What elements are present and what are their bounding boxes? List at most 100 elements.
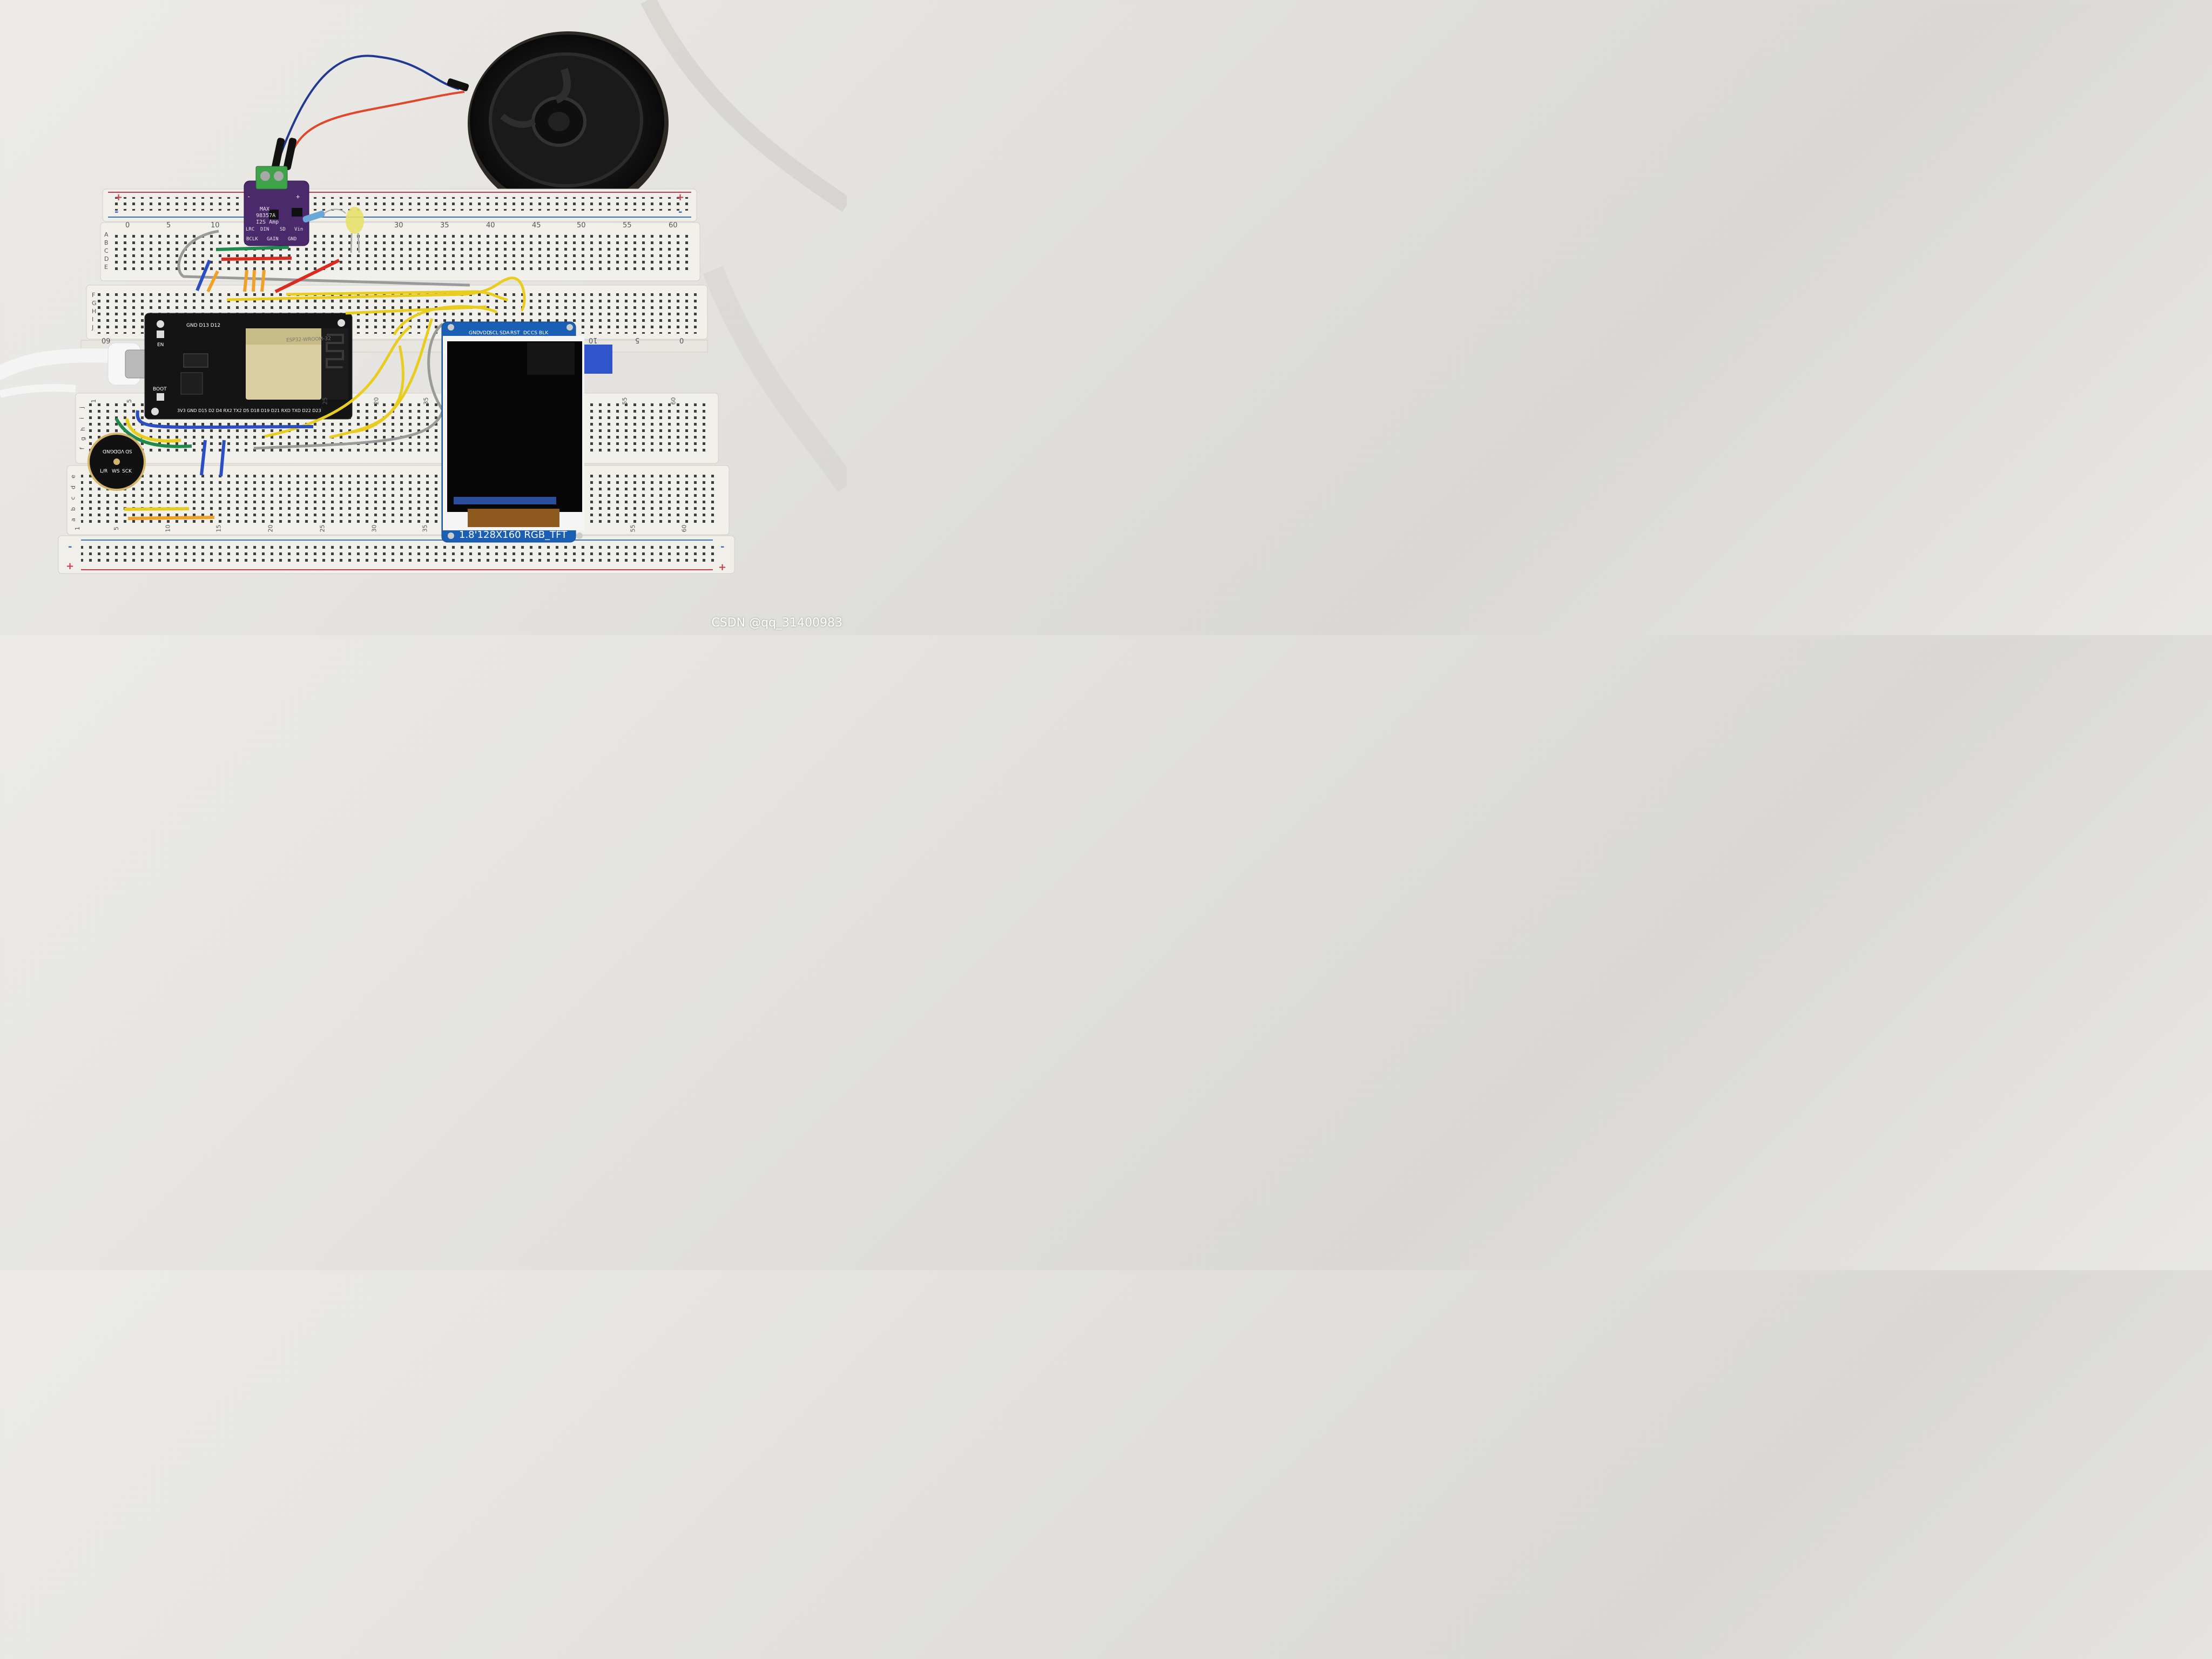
bb-top-row-j: J xyxy=(92,324,94,331)
amp-pin-sd: SD xyxy=(280,227,286,232)
mic-pin-sd: SD xyxy=(125,448,132,454)
bb-bot-num-60: 60 xyxy=(680,524,688,532)
bb-top-num-35: 35 xyxy=(440,221,449,230)
bb-bot-num-15: 15 xyxy=(215,524,222,532)
amp-pin-lrc: LRC xyxy=(246,227,255,232)
amp-label-model: 98357A xyxy=(256,213,276,219)
bb-bot-top-num-1: 1 xyxy=(90,399,97,403)
bb-bot-row-d: d xyxy=(69,485,77,489)
bb-bot-top-num-5: 5 xyxy=(126,399,133,403)
esp32-en-label: EN xyxy=(157,342,164,348)
bb-top-row-h: H xyxy=(92,308,97,315)
bb-top-num-45: 45 xyxy=(532,221,541,230)
tft-pin-dc: DC xyxy=(523,331,531,336)
bb-bot-num-10: 10 xyxy=(164,524,172,532)
bb-top-row-b: B xyxy=(104,239,109,246)
bb-top-row-a: A xyxy=(104,231,109,238)
watermark: CSDN @qq_31400983 xyxy=(711,616,842,630)
bb-bot-minus-right: - xyxy=(720,541,725,552)
tft-module xyxy=(441,321,612,543)
mic-pin-lr: L/R xyxy=(100,469,108,474)
bb-top-num-50: 50 xyxy=(577,221,586,230)
bb-bot-top-num-60: 60 xyxy=(670,397,677,405)
tft-caption: 1.8'128X160 RGB_TFT xyxy=(459,529,568,541)
bb-top-num-60: 60 xyxy=(669,221,678,230)
bb-bot-num-25: 25 xyxy=(319,524,326,532)
bb-top-row-g: G xyxy=(92,300,97,307)
bb-top-num-0: 0 xyxy=(125,221,130,230)
bb-bot-top-num-20: 20 xyxy=(373,397,380,405)
bb-top-num-5: 5 xyxy=(166,221,171,230)
tft-pin-vdd: VDD xyxy=(480,331,491,336)
bb-bot-top-num-55: 55 xyxy=(621,397,629,405)
bb-top-num-10: 10 xyxy=(211,221,220,230)
mic-pin-sck: SCK xyxy=(122,469,132,474)
amp-pin-din: DIN xyxy=(260,227,269,232)
amp-plus: + xyxy=(296,193,300,200)
amp-pin-gain: GAIN xyxy=(267,237,279,242)
bb-bot-plus-right: + xyxy=(718,562,727,573)
bb-top-row-e: E xyxy=(104,264,108,271)
bb-top-num-55: 55 xyxy=(623,221,632,230)
bb-bot-num-35: 35 xyxy=(421,524,429,532)
bb-bot-row-a: a xyxy=(69,518,77,522)
bb-bot-num-55: 55 xyxy=(629,524,637,532)
bb-bot-minus-left: - xyxy=(68,541,72,552)
bb-bot-row-j: j xyxy=(78,406,86,409)
bb-top-row-d: D xyxy=(104,255,109,262)
mic-pin-gnd: GND xyxy=(103,448,114,454)
bb-bot-top-num-35: 35 xyxy=(422,397,430,405)
esp32-board xyxy=(144,313,353,420)
mic-module xyxy=(87,433,146,491)
bb-bot-row-f: f xyxy=(78,447,86,450)
jumper-wires xyxy=(114,230,526,520)
bb-bot-num-5: 5 xyxy=(113,527,120,530)
bb-bot-plus-left: + xyxy=(66,561,75,572)
tft-pin-scl: SCL xyxy=(489,331,499,336)
amp-label-type: I2S Amp xyxy=(256,219,279,225)
bb-top-num-30: 30 xyxy=(394,221,403,230)
bb-mid-num-5: 5 xyxy=(635,336,640,344)
esp32-bottom-pins: 3V3 GND D15 D2 D4 RX2 TX2 D5 D18 D19 D21… xyxy=(177,408,321,413)
tft-pin-sda: SDA xyxy=(500,331,510,336)
bb-bot-num-20: 20 xyxy=(267,524,274,532)
bb-bot-row-g: g xyxy=(79,437,86,441)
speaker xyxy=(468,31,669,215)
amp-label-max: MAX xyxy=(260,206,270,212)
bb-bot-num-30: 30 xyxy=(370,524,378,532)
bb-mid-num-0: 0 xyxy=(679,336,684,344)
bb-top-num-40: 40 xyxy=(486,221,495,230)
amp-minus: - xyxy=(247,193,251,200)
mic-pin-ws: WS xyxy=(112,469,120,474)
bb-bot-num-1: 1 xyxy=(74,527,81,530)
bb-bot-row-e: e xyxy=(69,475,77,478)
bb-top-plus-right: + xyxy=(676,192,685,203)
tft-pin-gnd: GND xyxy=(469,331,480,336)
bb-bot-row-c: c xyxy=(69,496,77,500)
scene-illustration xyxy=(0,0,847,574)
amp-module xyxy=(244,166,309,246)
bb-top-minus-left: - xyxy=(114,206,119,218)
tft-pin-blk: BLK xyxy=(539,331,549,336)
amp-pin-vin: Vin xyxy=(294,227,304,232)
bb-top-minus-right: - xyxy=(678,206,683,218)
bb-bot-row-b: b xyxy=(69,507,77,511)
amp-pin-bclk: BCLK xyxy=(246,237,258,242)
bb-mid-num-60: 60 xyxy=(102,336,111,344)
bb-top-plus-left: + xyxy=(114,192,123,203)
led xyxy=(346,207,364,253)
bb-bot-top-num-25: 25 xyxy=(321,397,329,405)
bb-top-row-f: F xyxy=(92,292,96,299)
mic-pin-vdd: VDD xyxy=(113,448,125,454)
bb-top-row-c: C xyxy=(104,247,109,254)
tft-pin-rst: RST xyxy=(510,331,520,336)
bb-mid-num-10: 10 xyxy=(589,336,598,344)
breadboard-bottom xyxy=(58,393,735,574)
amp-pin-gnd: GND xyxy=(288,237,297,242)
esp32-top-pins: GND D13 D12 xyxy=(186,323,221,328)
bb-bot-row-i: i xyxy=(78,417,86,420)
bb-top-row-i: I xyxy=(92,316,94,323)
bb-bot-row-h: h xyxy=(79,427,86,431)
esp32-boot-label: BOOT xyxy=(153,387,167,392)
resistor xyxy=(302,208,346,222)
